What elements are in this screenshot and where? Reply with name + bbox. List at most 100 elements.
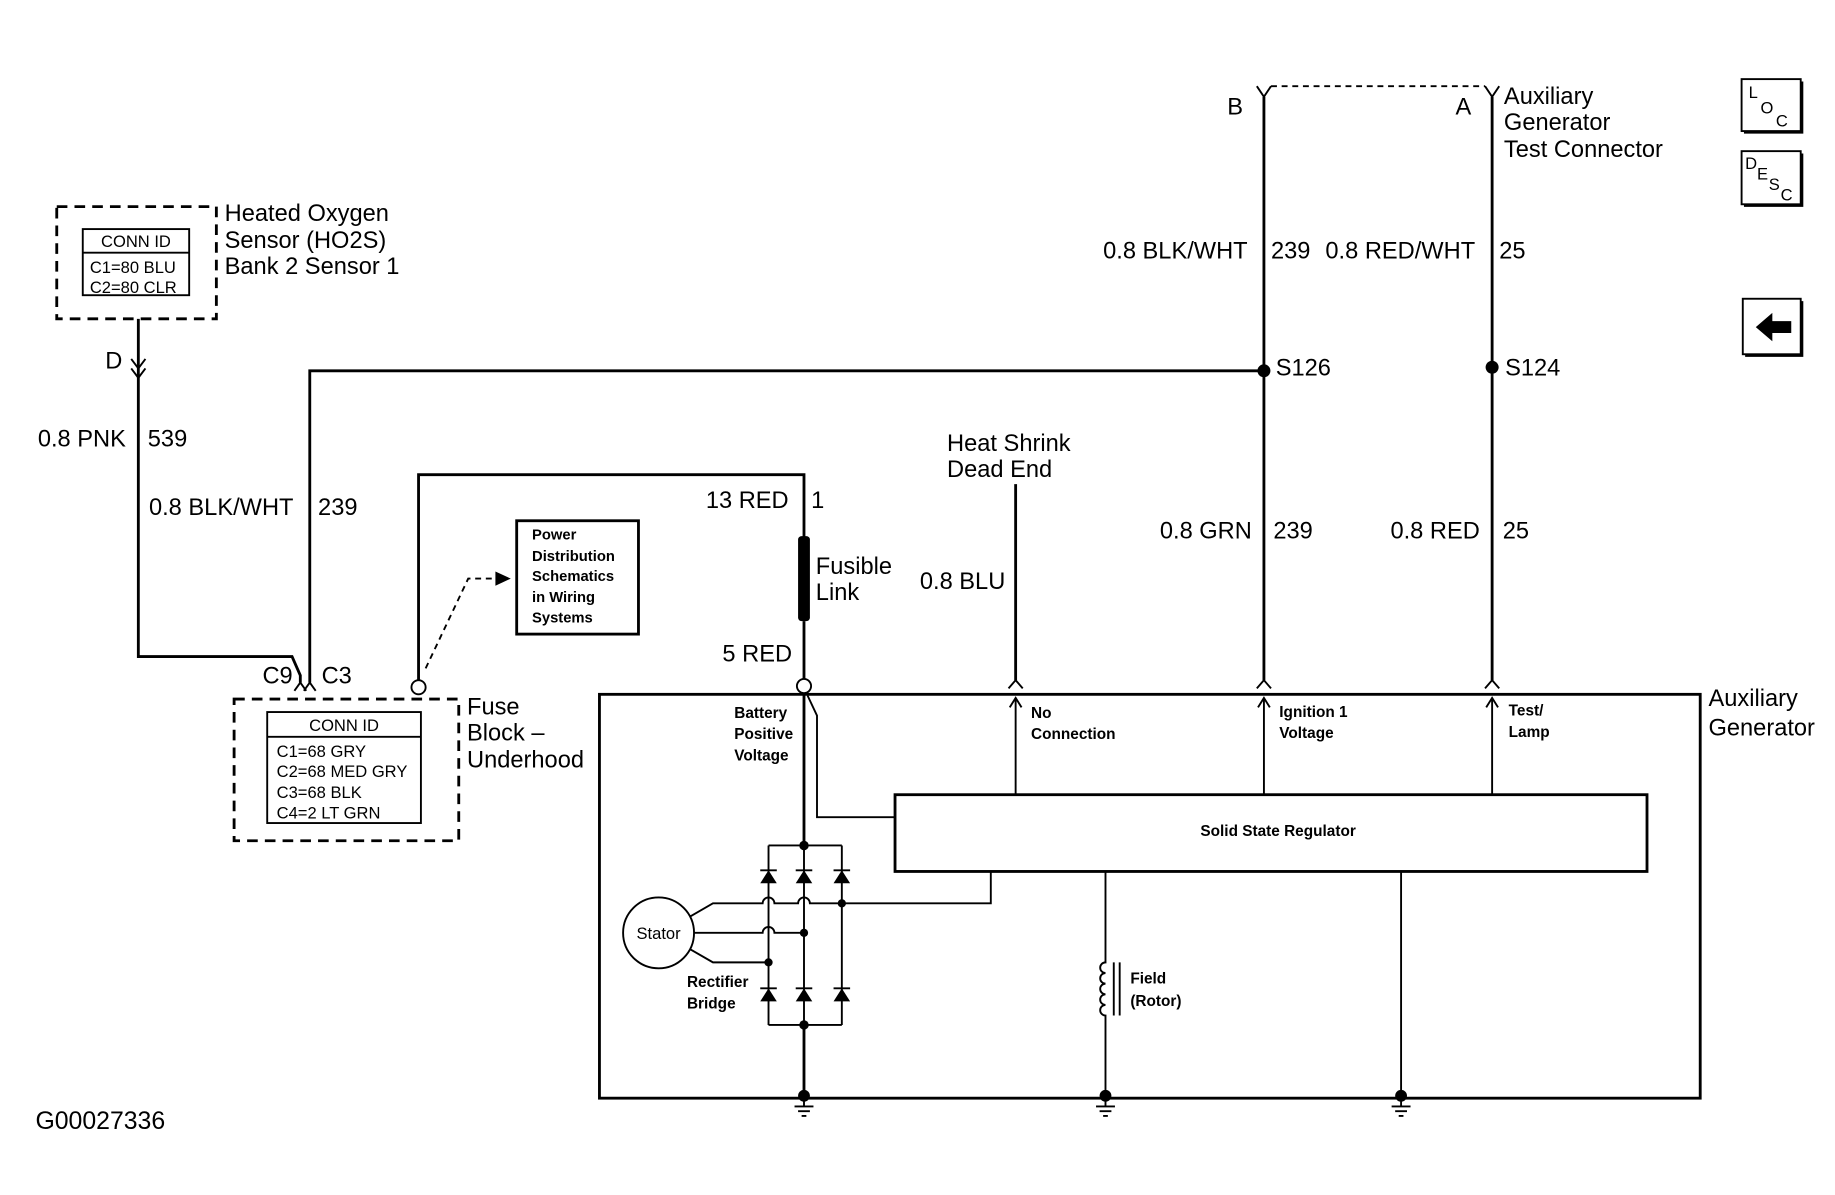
- fuse-block-conn-id-box: [266, 711, 422, 824]
- wire-gauge-color: 0.8 BLK/WHT: [1103, 239, 1248, 265]
- fuse-block-conn-id-row: C4=2 LT GRN: [277, 803, 381, 822]
- stator-phase-lead: [694, 926, 804, 934]
- terminal-label: Lamp: [1509, 724, 1550, 741]
- reference-arrow-line: [424, 577, 497, 669]
- generator-label: Generator: [1708, 716, 1815, 742]
- ho2s-outline: [55, 205, 218, 321]
- splice-s124: [1485, 360, 1499, 374]
- regulator-label: Solid State Regulator: [1200, 823, 1355, 840]
- rectifier-label: Rectifier: [687, 974, 749, 991]
- ignition-terminal: [1256, 678, 1272, 690]
- connector-c9-label: C9: [262, 664, 292, 690]
- back-button[interactable]: [1741, 297, 1804, 357]
- power-distribution-box[interactable]: [515, 519, 640, 636]
- power-distribution-text: Systems: [532, 610, 593, 626]
- power-distribution-reference[interactable]: Power Distribution Schematics in Wiring …: [424, 519, 640, 669]
- connector-c3-label: C3: [322, 664, 352, 690]
- field-label: Field: [1130, 971, 1166, 988]
- internal-lead-ignition: [1257, 696, 1271, 795]
- connector-d-label: D: [105, 348, 122, 374]
- terminal-label: Connection: [1031, 726, 1116, 743]
- field-coil: [1099, 871, 1107, 1096]
- desc-icon-letter: S: [1769, 175, 1780, 194]
- fuse-block-outline: [232, 697, 461, 843]
- fuse-block-conn-id-row: C2=68 MED GRY: [277, 762, 408, 781]
- ho2s-label: Sensor (HO2S): [225, 228, 387, 254]
- desc-icon-letter: D: [1745, 154, 1757, 173]
- ho2s-component: CONN ID C1=80 BLU C2=80 CLR Heated Oxyge…: [55, 201, 400, 321]
- back-arrow-icon: [1755, 312, 1792, 342]
- back-button-shadow: [1745, 301, 1804, 357]
- field-label: (Rotor): [1130, 993, 1181, 1010]
- fuse-block-label: Block –: [467, 720, 545, 746]
- splice-s126: [1257, 364, 1271, 378]
- generator-component: Auxiliary Generator Battery Positive Vol…: [598, 686, 1815, 1100]
- power-distribution-text: Distribution: [532, 549, 615, 565]
- fuse-block-conn-id-row: C3=68 BLK: [277, 783, 362, 802]
- diode-icon: [795, 869, 813, 884]
- loc-icon-letter: O: [1761, 98, 1774, 117]
- wire-circuit-number: 239: [1273, 518, 1312, 544]
- wire-fuse-to-s126-path: [308, 369, 1264, 683]
- diode-icon: [833, 869, 851, 884]
- test-connector-pin-label: B: [1227, 95, 1243, 121]
- stator-phase-lead: [690, 948, 769, 964]
- terminal-label: Voltage: [734, 747, 789, 764]
- ho2s-conn-id-box: [81, 228, 191, 297]
- junction-dot: [764, 958, 773, 967]
- desc-button[interactable]: D E S C: [1740, 150, 1804, 207]
- test-connector-label: Auxiliary: [1504, 84, 1594, 110]
- ground-icon: [1391, 1089, 1411, 1117]
- diode-icon: [833, 987, 851, 1002]
- fuse-block-label: Underhood: [467, 748, 584, 774]
- loc-button[interactable]: L O C: [1740, 78, 1804, 134]
- terminal-label: Battery: [734, 705, 787, 722]
- splice-label: S124: [1505, 356, 1560, 382]
- fusible-link-label: Fusible: [816, 554, 892, 580]
- wire-gauge-color: 0.8 BLU: [920, 569, 1005, 595]
- wire-gauge-color: 0.8 RED/WHT: [1325, 239, 1475, 265]
- field-core: [1112, 962, 1121, 1016]
- stator: Stator: [622, 871, 992, 970]
- internal-lead-test-lamp: [1485, 696, 1499, 795]
- terminal-label: Voltage: [1279, 725, 1334, 742]
- loc-icon-letter: L: [1749, 83, 1758, 102]
- ground-icon: [1096, 1089, 1115, 1117]
- desc-icon-letter: E: [1757, 164, 1768, 183]
- battery-sense-lead: [806, 695, 896, 819]
- splice-label: S126: [1276, 356, 1331, 382]
- diode-icon: [760, 869, 777, 884]
- fuse-block-component: C9 C3 CONN ID C1=68 GRY C2=68 MED GRY C3…: [232, 664, 584, 843]
- stator-label: Stator: [636, 924, 681, 943]
- test-connector-pin-label: A: [1455, 95, 1471, 121]
- diagram-id: G00027336: [35, 1108, 165, 1135]
- ho2s-conn-id-row: C2=80 CLR: [90, 278, 177, 297]
- diode-icon: [760, 987, 777, 1002]
- generator-outline: [598, 692, 1702, 1100]
- wire-gauge-color: 0.8 GRN: [1160, 518, 1252, 544]
- wire-fuse-to-s126: 0.8 BLK/WHT 239: [149, 369, 1264, 683]
- terminal-label: No: [1031, 705, 1051, 722]
- solid-state-regulator: [893, 793, 1649, 873]
- internal-lead-no-connection: [1008, 696, 1023, 795]
- fuse-block-conn-id-row: C1=68 GRY: [277, 742, 366, 761]
- wire-battery-feed: 13 RED 1 Fusible Link 5 RED: [417, 473, 892, 695]
- test-connector: B A Auxiliary Generator Test Connector: [1227, 84, 1663, 163]
- fuse-block-label: Fuse: [467, 694, 520, 720]
- fusible-link-label: Link: [816, 580, 860, 606]
- loc-icon-shadow: [1743, 81, 1804, 134]
- ho2s-conn-id-header: CONN ID: [101, 232, 171, 251]
- no-connection-terminal: [1007, 678, 1024, 690]
- wire-circuit-number: 1: [811, 488, 824, 514]
- heat-shrink-label: Dead End: [947, 457, 1052, 483]
- wire-circuit-number: 25: [1503, 518, 1529, 544]
- wire-gauge-color: 0.8 PNK: [38, 426, 126, 452]
- test-connector-label: Test Connector: [1504, 137, 1663, 163]
- wire-circuit-number: 239: [1271, 239, 1310, 265]
- junction-dot: [799, 840, 809, 851]
- ho2s-label: Bank 2 Sensor 1: [225, 254, 400, 280]
- power-distribution-text: Power: [532, 528, 577, 544]
- stator-phase-lead: [690, 871, 992, 918]
